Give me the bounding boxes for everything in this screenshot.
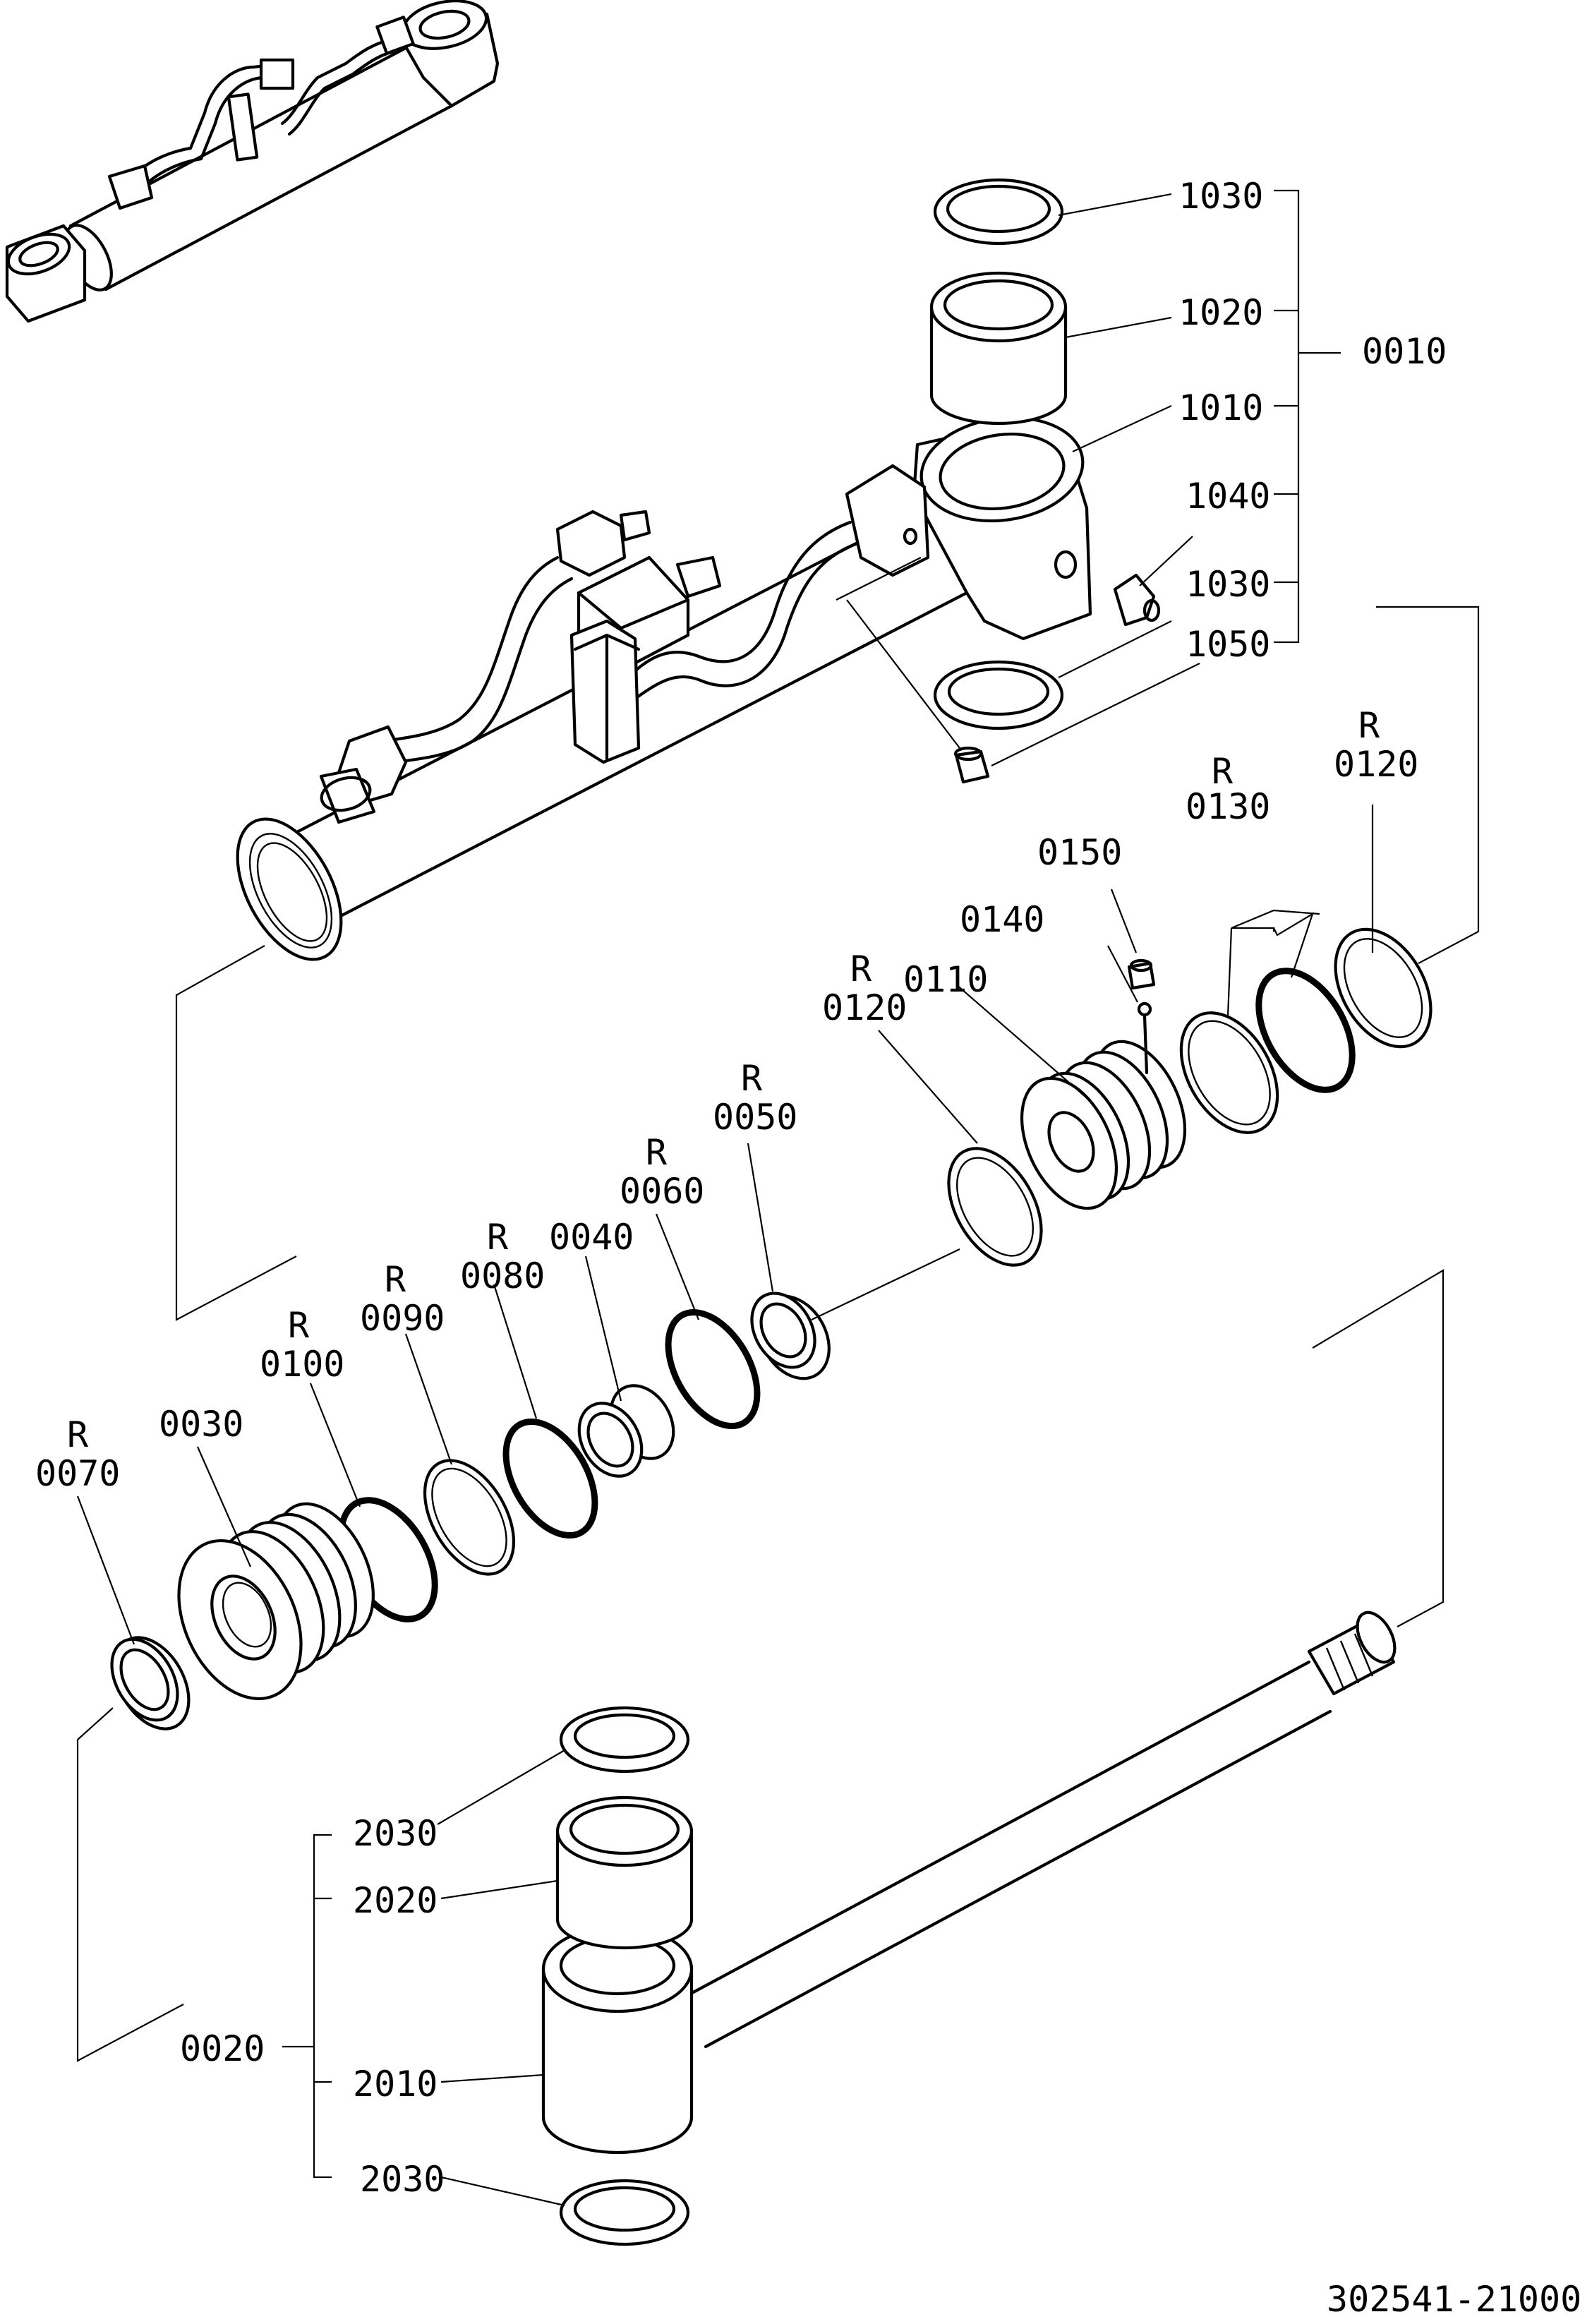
label-r0120-right-r: R [1358,705,1380,746]
bushing-2030-top [559,1706,690,1774]
label-r0130-num: 0130 [1186,786,1270,827]
label-r0130-r: R [1212,751,1234,792]
label-r0050-num: 0050 [713,1097,797,1138]
label-r0050-r: R [741,1058,763,1099]
ring-0090 [423,1459,516,1576]
cylinder-tube-assembly [236,416,1092,961]
label-r0120-left-num: 0120 [822,987,907,1028]
label-2030-bottom: 2030 [360,2159,445,2200]
label-r0070-r: R [67,1414,89,1455]
oring-0080 [502,1418,598,1539]
gland-0030 [177,1502,375,1701]
bushing-1030-top [933,178,1064,246]
label-2020: 2020 [353,1880,438,1921]
label-r0100-r: R [288,1305,310,1346]
assembled-cylinder-thumbnail [5,0,500,323]
label-2030-top: 2030 [353,1813,438,1854]
label-1020: 1020 [1178,292,1263,333]
drawing-number: 302541-21000 [1327,2279,1580,2320]
dust-seal-0070 [110,1636,191,1730]
label-0030: 0030 [159,1404,243,1445]
label-0010: 0010 [1362,331,1447,372]
label-1030-top: 1030 [1178,176,1263,217]
label-r0060-r: R [646,1132,668,1173]
plug-1050 [953,746,990,784]
oring-0130 [1255,968,1356,1093]
set-screw-0150 [1127,958,1156,990]
label-1040: 1040 [1186,476,1270,517]
bushing-2020 [555,1795,694,1950]
bushing-1030-mid [933,660,1064,730]
label-r0060-num: 0060 [620,1171,704,1212]
label-1030-mid: 1030 [1186,564,1270,605]
label-0040: 0040 [549,1217,634,1258]
label-2010: 2010 [353,2064,438,2105]
label-1010: 1010 [1178,387,1263,428]
ring-0120-left [947,1147,1043,1267]
bushing-0040 [577,1384,675,1478]
part-labels: 1030 1020 1010 0010 1040 1030 1050 R 012… [35,176,1580,2320]
seal-0050 [750,1292,831,1380]
label-r0080-r: R [487,1217,509,1258]
label-r0120-right-num: 0120 [1334,744,1418,785]
label-r0090-r: R [385,1259,406,1300]
ring-0120-right [1334,927,1433,1049]
label-r0100-num: 0100 [260,1344,344,1385]
label-0150: 0150 [1037,832,1122,873]
label-0140: 0140 [960,899,1044,940]
label-r0070-num: 0070 [35,1453,120,1494]
label-0020: 0020 [180,2028,265,2069]
label-0110: 0110 [903,959,988,1000]
bushing-1020 [929,271,1068,426]
grease-nipple-1040 [1113,573,1161,627]
bushing-2030-bottom [559,2179,690,2246]
label-r0120-left-r: R [850,949,872,989]
oring-0060 [665,1308,761,1430]
label-r0090-num: 0090 [360,1298,445,1339]
piston-rod-assembly [541,1610,1397,2155]
backup-ring-0130 [1179,1011,1279,1134]
ball-0140 [1137,1001,1152,1017]
label-1050: 1050 [1186,624,1270,665]
label-r0080-num: 0080 [460,1256,545,1296]
leader-lines [76,189,1480,2207]
